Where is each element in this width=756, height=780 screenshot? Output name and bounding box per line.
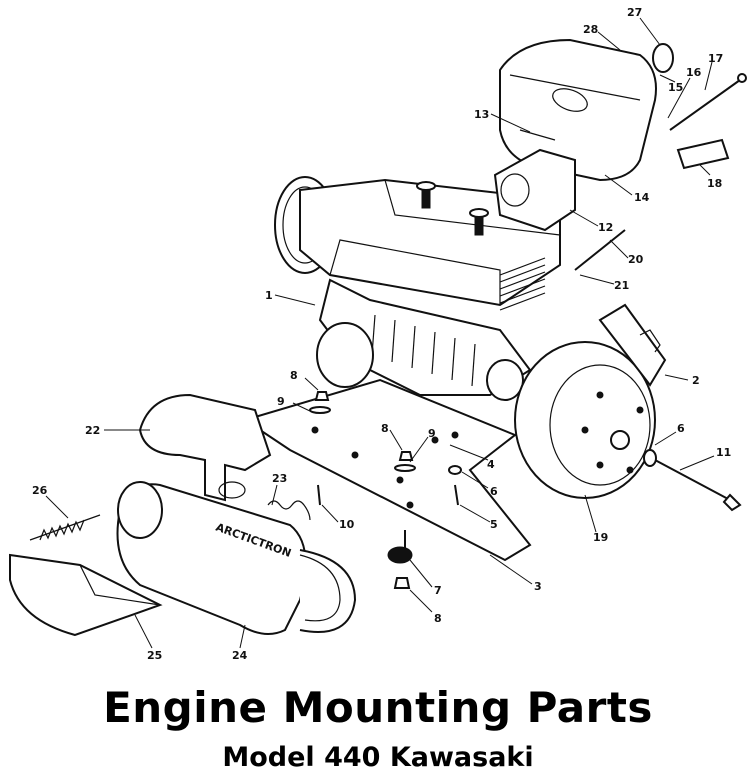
clutch-bolt	[643, 449, 742, 512]
callout-8b: 8	[381, 422, 389, 435]
callout-labels: 1 2 3 4 5 6 6 7 8 8 8 9 9 10 11 12 13	[32, 6, 731, 662]
bolt-17	[669, 73, 747, 131]
callout-15: 15	[668, 81, 683, 94]
heat-shield	[9, 553, 163, 637]
callout-12: 12	[598, 221, 613, 234]
callout-18: 18	[707, 177, 722, 190]
carburetor	[493, 129, 576, 232]
callout-19: 19	[593, 531, 608, 544]
callout-14: 14	[634, 191, 650, 204]
muffler: ARCTICTRON	[116, 481, 357, 635]
callout-11: 11	[716, 446, 731, 459]
callout-6a: 6	[490, 485, 498, 498]
callout-10: 10	[339, 518, 355, 531]
callout-6b: 6	[677, 422, 685, 435]
exhaust-manifold	[138, 393, 272, 502]
callout-8c: 8	[434, 612, 442, 625]
mounting-plate	[242, 378, 532, 562]
callout-9a: 9	[277, 395, 285, 408]
callout-17: 17	[708, 52, 723, 65]
callout-2: 2	[692, 374, 700, 387]
callout-7: 7	[434, 584, 442, 597]
washer-27	[652, 43, 674, 73]
callout-20: 20	[628, 253, 644, 266]
callout-9b: 9	[428, 427, 436, 440]
callout-28: 28	[583, 23, 598, 36]
callout-21: 21	[614, 279, 629, 292]
callout-8a: 8	[290, 369, 298, 382]
callout-26: 26	[32, 484, 48, 497]
callout-1: 1	[265, 289, 273, 302]
callout-4: 4	[487, 458, 495, 471]
decal-18	[676, 138, 730, 170]
page-title: Engine Mounting Parts	[103, 683, 653, 732]
callout-25: 25	[147, 649, 162, 662]
spring-26	[29, 514, 101, 541]
spring-23	[267, 500, 311, 521]
engine-assembly	[274, 176, 561, 401]
callout-27: 27	[627, 6, 642, 19]
drive-clutch	[514, 341, 656, 499]
callout-22: 22	[85, 424, 100, 437]
callout-24: 24	[232, 649, 248, 662]
callout-16: 16	[686, 66, 702, 79]
air-silencer	[499, 38, 657, 182]
callout-5: 5	[490, 518, 498, 531]
callout-23: 23	[272, 472, 287, 485]
callout-13: 13	[474, 108, 489, 121]
callout-3: 3	[534, 580, 542, 593]
mounting-hardware	[309, 391, 462, 589]
drive-belt	[598, 303, 667, 387]
fuel-hose	[574, 229, 626, 271]
page-subtitle: Model 440 Kawasaki	[222, 742, 534, 773]
